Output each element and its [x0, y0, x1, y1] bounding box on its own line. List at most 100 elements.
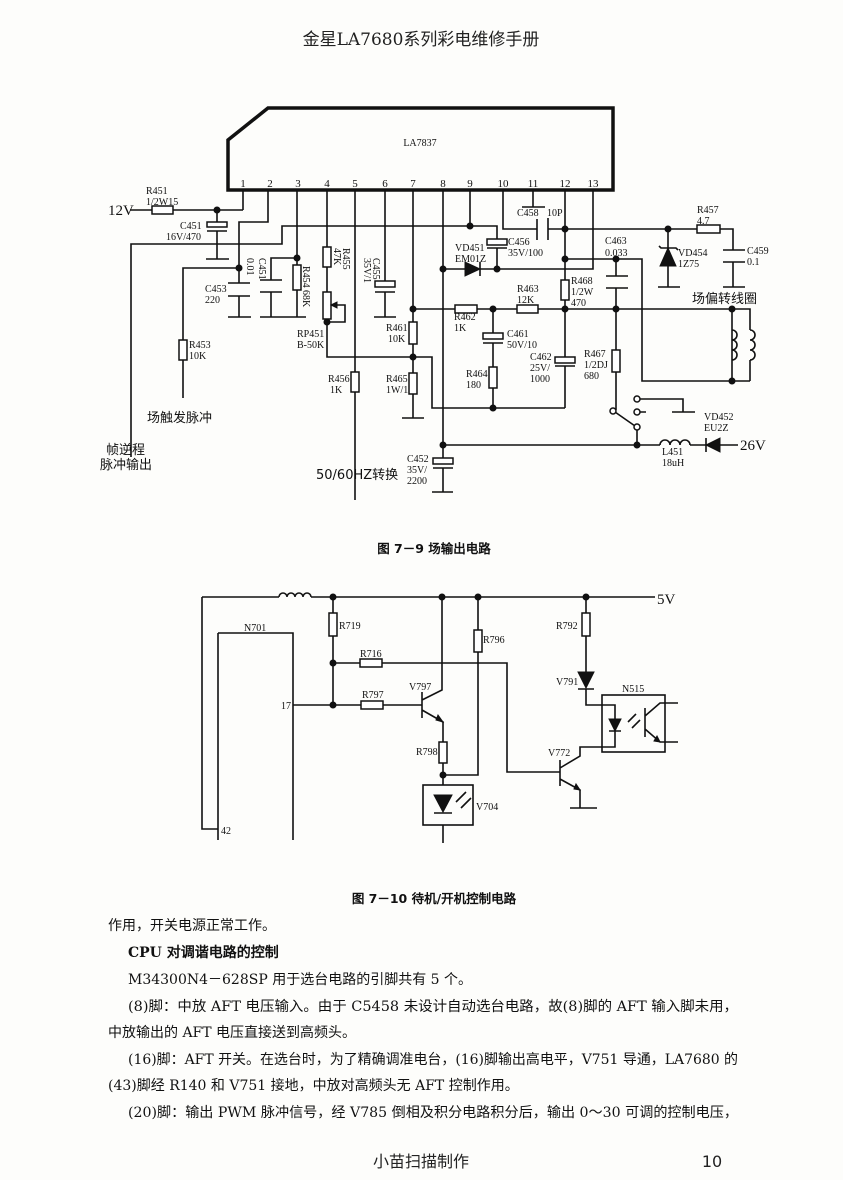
transistor-v772-arrow-icon — [573, 782, 582, 791]
optocoupler-led-icon — [608, 718, 622, 733]
junction-dot — [474, 593, 482, 601]
label-c463: C463 — [605, 236, 627, 247]
label-c452-value-1: 35V/ — [407, 465, 427, 476]
resistor-r457 — [696, 224, 721, 234]
resistor-r464 — [488, 366, 498, 389]
junction-dot — [409, 305, 417, 313]
resistor-r465 — [408, 372, 418, 395]
label-r792: R792 — [556, 621, 578, 632]
resistor-r468 — [560, 279, 570, 301]
ic-pin-number: 8 — [440, 178, 446, 190]
label-r454-value: 68K — [300, 290, 311, 308]
label-r796: R796 — [483, 635, 505, 646]
label-r467: R467 — [584, 349, 606, 360]
section-heading: CPU 对调谐电路的控制 — [128, 944, 279, 961]
label-flyback-2: 脉冲输出 — [100, 457, 152, 473]
junction-dot — [489, 404, 497, 412]
label-c451-value: 16V/470 — [166, 232, 201, 243]
junction-dot — [612, 305, 620, 313]
resistor-r792 — [581, 612, 591, 637]
ic-pin-number: 7 — [410, 178, 416, 190]
junction-dot — [561, 255, 569, 263]
label-r716: R716 — [360, 649, 382, 660]
diode-vd452-icon — [704, 437, 721, 453]
junction-dot — [409, 353, 417, 361]
junction-dot — [439, 441, 447, 449]
ic-pin-number: 6 — [382, 178, 388, 190]
circuit-wires — [201, 592, 678, 843]
resistor-r456 — [350, 371, 360, 393]
junction-dot — [561, 225, 569, 233]
body-line: M34300N4－628SP 用于选台电路的引脚共有 5 个。 — [128, 972, 472, 988]
junction-dots — [329, 593, 590, 779]
label-deflection-coil: 场偏转线圈 — [692, 292, 757, 307]
junction-dot — [213, 206, 221, 214]
label-r463-value: 12K — [517, 295, 535, 306]
ic-pin-number: 9 — [467, 178, 473, 190]
figure-caption-7-9: 图 7－9 场输出电路 — [377, 541, 491, 556]
led-v704-box — [422, 784, 474, 826]
label-r462-value: 1K — [454, 323, 467, 334]
junction-dot — [664, 225, 672, 233]
label-r461: R461 — [386, 323, 408, 334]
resistor-r455 — [322, 246, 332, 268]
label-r455-value: 47K — [331, 248, 342, 266]
zener-vd454-icon — [659, 246, 677, 267]
ic-pin-number: 4 — [324, 178, 330, 190]
junction-dot — [561, 305, 569, 313]
label-r467-value-1: 1/2DJ — [584, 360, 608, 371]
label-r451: R451 — [146, 186, 168, 197]
label-r456: R456 — [328, 374, 350, 385]
ic-label: LA7837 — [403, 138, 436, 149]
label-v772: V772 — [548, 748, 570, 759]
led-v704-icon — [433, 794, 453, 814]
label-n701: N701 — [244, 623, 266, 634]
resistor-r716 — [359, 658, 383, 668]
label-r455: R455 — [340, 248, 351, 270]
wiper-arrow-icon — [329, 301, 338, 309]
label-vd451-value: EM01Z — [455, 254, 486, 265]
label-c453: C453 — [205, 284, 227, 295]
label-c461-value: 50V/10 — [507, 340, 537, 351]
junction-dot — [633, 441, 641, 449]
label-n515: N515 — [622, 684, 644, 695]
page-header: 金星LA7680系列彩电维修手册 — [303, 30, 540, 50]
junction-dot — [439, 771, 447, 779]
junction-dot — [466, 222, 474, 230]
label-c452-value-2: 2200 — [407, 476, 427, 487]
label-c451: C451 — [180, 221, 202, 232]
label-r456-value: 1K — [330, 385, 343, 396]
junction-dot — [728, 305, 736, 313]
ic-pin-number: 2 — [267, 178, 273, 190]
label-c456: C456 — [508, 237, 530, 248]
capacitor-c452 — [432, 457, 454, 465]
label-50-60hz-switch: 50/60HZ转换 — [316, 468, 398, 483]
label-r798: R798 — [416, 747, 438, 758]
label-c458: C458 — [517, 208, 539, 219]
label-r465: R465 — [386, 374, 408, 385]
label-v704: V704 — [476, 802, 498, 813]
resistor-r719 — [328, 612, 338, 637]
label-26v: 26V — [740, 438, 766, 454]
label-r451-value: 1/2W15 — [146, 197, 178, 208]
junction-dot — [323, 318, 331, 326]
label-field-trigger-pulse: 场触发脉冲 — [147, 410, 212, 426]
label-c456-value: 35V/100 — [508, 248, 543, 259]
label-r461-value: 10K — [388, 334, 406, 345]
label-r465-value: 1W/1 — [386, 385, 408, 396]
label-r797: R797 — [362, 690, 384, 701]
ic-pin-number: 3 — [295, 178, 301, 190]
label-flyback-1: 帧逆程 — [106, 442, 145, 458]
label-l451-value: 18uH — [662, 458, 684, 469]
label-c462: C462 — [530, 352, 552, 363]
label-rp451: RP451 — [297, 329, 324, 340]
label-vd454-value: 1Z75 — [678, 259, 699, 270]
junction-dots — [213, 206, 736, 449]
transistor-v797-arrow-icon — [435, 713, 445, 723]
capacitor-c456 — [486, 238, 508, 246]
figure-caption-7-10: 图 7－10 待机/开机控制电路 — [352, 891, 517, 906]
label-c458-value: 10P — [547, 208, 563, 219]
body-line: (16)脚：AFT 开关。在选台时，为了精确调准电台，(16)脚输出高电平，V7… — [128, 1051, 738, 1068]
body-line: (43)脚经 R140 和 V751 接地，中放对高频头无 AFT 控制作用。 — [108, 1077, 519, 1094]
